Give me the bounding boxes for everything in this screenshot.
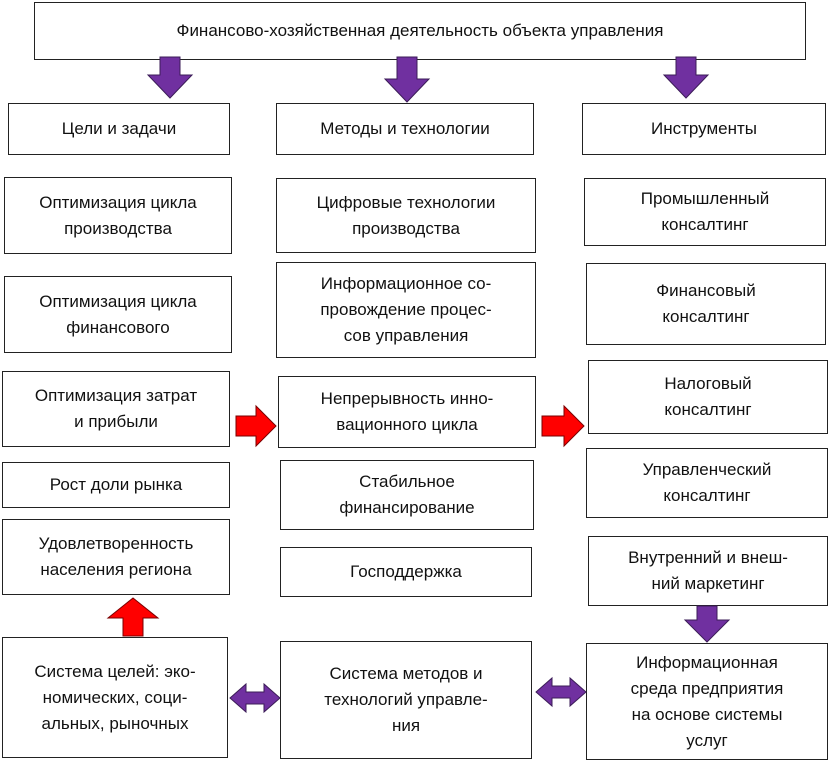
method-box-1: Цифровые технологии производства	[276, 178, 536, 253]
double-arrow-methods-info	[535, 676, 587, 708]
method-box-3: Непрерывность инно- вационного цикла	[278, 376, 536, 448]
goal-label-3: Оптимизация затрат и прибыли	[34, 386, 198, 431]
tool-box-3: Налоговый консалтинг	[588, 360, 828, 434]
goal-label-5: Удовлетворенность населения региона	[38, 534, 194, 579]
down-arrow-goals	[146, 56, 194, 99]
method-box-2: Информационное со- провождение процес- с…	[276, 262, 536, 358]
column-header-goals-label: Цели и задачи	[61, 119, 177, 138]
down-arrow-tools	[662, 56, 710, 99]
goals-system-label: Система целей: эко- номических, соци- ал…	[34, 661, 196, 733]
column-header-tools-label: Инструменты	[650, 119, 757, 138]
goal-box-5: Удовлетворенность населения региона	[2, 519, 230, 595]
goal-label-4: Рост доли рынка	[49, 475, 183, 494]
column-header-methods-label: Методы и технологии	[320, 119, 490, 138]
tool-box-4: Управленческий консалтинг	[586, 448, 828, 518]
goal-box-3: Оптимизация затрат и прибыли	[2, 371, 230, 447]
method-box-5: Господдержка	[280, 547, 532, 597]
method-label-3: Непрерывность инно- вационного цикла	[320, 389, 494, 434]
header-title: Финансово-хозяйственная деятельность объ…	[176, 21, 664, 40]
tool-label-5: Внутренний и внеш- ний маркетинг	[628, 548, 788, 593]
tool-label-3: Налоговый консалтинг	[664, 374, 752, 419]
right-arrow-goals-to-methods	[235, 404, 277, 448]
methods-system-label: Система методов и технологий управле- ни…	[324, 664, 488, 735]
method-box-4: Стабильное финансирование	[280, 460, 534, 530]
info-environment-label: Информационная среда предприятия на осно…	[630, 652, 784, 750]
tool-label-1: Промышленный консалтинг	[640, 189, 770, 234]
methods-system-box: Система методов и технологий управле- ни…	[280, 641, 532, 759]
down-arrow-methods	[383, 56, 431, 103]
tool-box-2: Финансовый консалтинг	[586, 263, 826, 345]
goal-label-2: Оптимизация цикла финансового	[39, 291, 197, 337]
goals-system-box: Система целей: эко- номических, соци- ал…	[2, 637, 228, 758]
method-label-2: Информационное со- провождение процес- с…	[320, 274, 492, 345]
info-environment-box: Информационная среда предприятия на осно…	[586, 643, 828, 760]
column-header-tools: Инструменты	[582, 103, 826, 155]
column-header-goals: Цели и задачи	[8, 103, 230, 155]
goal-box-4: Рост доли рынка	[2, 462, 230, 508]
right-arrow-methods-to-tools	[541, 404, 585, 448]
method-label-1: Цифровые технологии производства	[316, 192, 496, 238]
double-arrow-goals-methods	[229, 682, 281, 714]
tool-box-1: Промышленный консалтинг	[584, 178, 826, 246]
header-box: Финансово-хозяйственная деятельность объ…	[34, 2, 806, 60]
method-label-5: Господдержка	[350, 562, 462, 581]
tool-label-4: Управленческий консалтинг	[642, 460, 772, 505]
tool-box-5: Внутренний и внеш- ний маркетинг	[588, 536, 828, 606]
column-header-methods: Методы и технологии	[276, 103, 534, 155]
down-arrow-to-info-env	[683, 605, 731, 643]
tool-label-2: Финансовый консалтинг	[656, 281, 756, 326]
goal-box-2: Оптимизация цикла финансового	[4, 276, 232, 353]
goal-box-1: Оптимизация цикла производства	[4, 177, 232, 254]
goal-label-1: Оптимизация цикла производства	[39, 192, 197, 238]
up-arrow-to-satisfaction	[106, 597, 160, 637]
method-label-4: Стабильное финансирование	[339, 472, 475, 517]
